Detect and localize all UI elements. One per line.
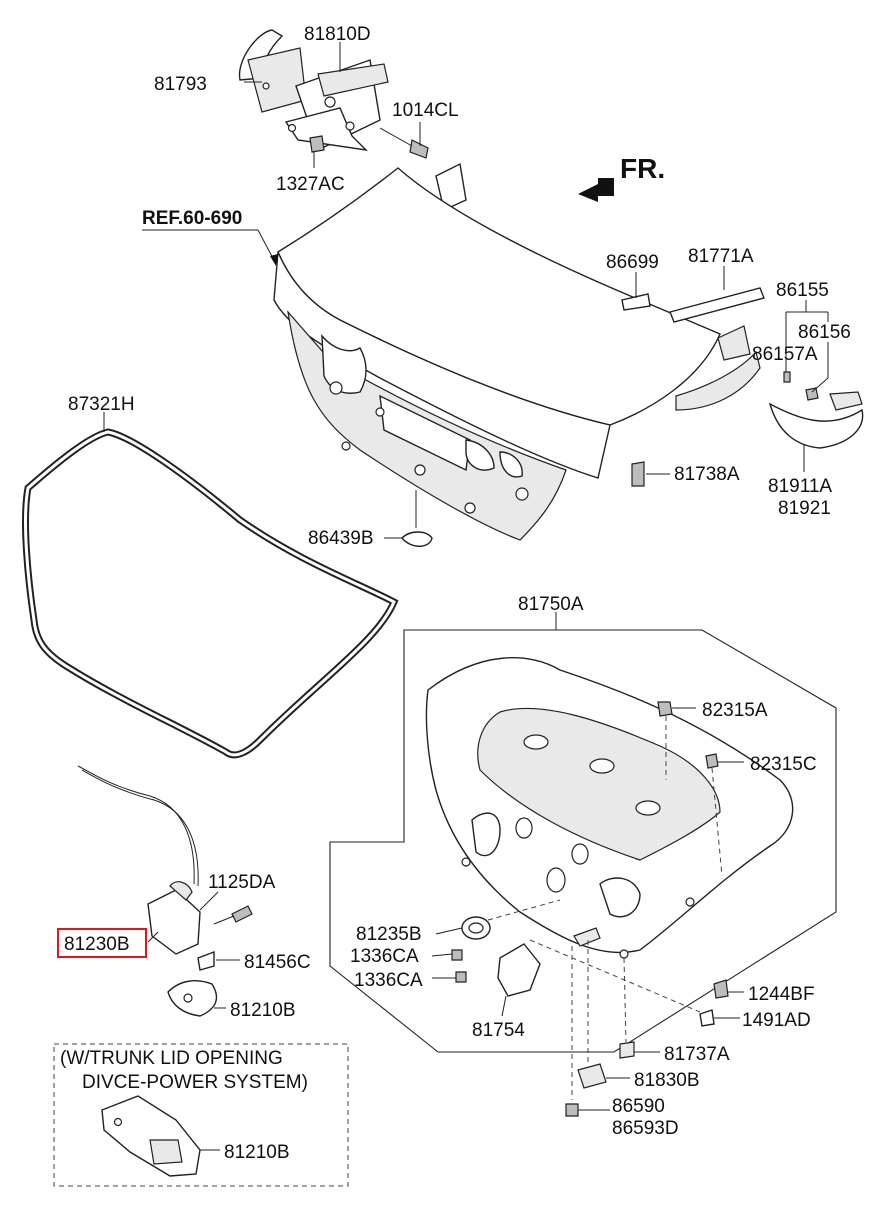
highlighted-part-box — [57, 928, 147, 958]
latch-cable-assembly — [77, 765, 253, 1017]
part-label-1491ad: 1491AD — [742, 1010, 811, 1031]
part-label-81456c: 81456C — [244, 952, 311, 973]
part-label-81810d: 81810D — [304, 24, 371, 45]
part-label-81230b[interactable]: 81230B — [64, 934, 130, 955]
part-label-86593d: 86593D — [612, 1118, 679, 1139]
part-label-81750a: 81750A — [518, 594, 584, 615]
part-label-81754: 81754 — [472, 1020, 525, 1041]
part-label-1327ac: 1327AC — [276, 174, 345, 195]
power-latch-unit — [101, 1095, 201, 1177]
part-label-81921: 81921 — [778, 498, 831, 519]
part-label-82315c: 82315C — [750, 754, 817, 775]
option-caption-line1: (W/TRUNK LID OPENING — [60, 1048, 283, 1069]
trunk-lid-trim-panel — [425, 657, 794, 959]
part-label-81738a: 81738A — [674, 464, 740, 485]
part-label-81737a: 81737A — [664, 1044, 730, 1065]
grommet-86439b — [401, 490, 433, 547]
front-arrow-icon — [578, 178, 614, 202]
part-label-1336ca: 1336CA — [354, 970, 423, 991]
part-label-81210b-power: 81210B — [224, 1142, 290, 1163]
assembly-guide-lines — [487, 716, 723, 1100]
part-label-81771a: 81771A — [688, 246, 754, 267]
part-label-1244bf: 1244BF — [748, 984, 815, 1005]
part-label-86699: 86699 — [606, 252, 659, 273]
part-label-81911a: 81911A — [768, 476, 832, 497]
option-caption-line2: DIVCE-POWER SYSTEM) — [82, 1072, 308, 1093]
part-label-81793: 81793 — [154, 74, 207, 95]
part-label-82315a: 82315A — [702, 700, 768, 721]
part-label-86155: 86155 — [776, 280, 829, 301]
callout-leaders — [103, 42, 829, 1151]
reference-label: REF.60-690 — [142, 208, 242, 229]
front-direction-indicator: FR. — [578, 153, 665, 202]
weatherstrip-seal — [22, 428, 399, 759]
trim-group-frame — [329, 629, 837, 1053]
part-label-86439b: 86439B — [308, 528, 374, 549]
part-label-87321h: 87321H — [68, 394, 135, 415]
part-label-86157a: 86157A — [752, 344, 818, 365]
part-label-1336ca: 1336CA — [350, 946, 419, 967]
part-label-81210b: 81210B — [230, 1000, 296, 1021]
option-box-frame — [53, 1043, 349, 1187]
trim-fasteners — [451, 701, 729, 1117]
gas-strut-parts — [621, 287, 864, 487]
front-direction-label: FR. — [620, 153, 665, 184]
part-label-81830b: 81830B — [634, 1070, 700, 1091]
part-number-labels: 81810D 81793 1014CL 1327AC 86699 81771A … — [57, 24, 851, 1163]
trunk-lid-panel — [273, 167, 761, 541]
reference-callout: REF.60-690 — [142, 208, 278, 266]
part-label-1125da: 1125DA — [208, 872, 276, 893]
part-label-1014cl: 1014CL — [392, 100, 459, 121]
option-box-caption: (W/TRUNK LID OPENING DIVCE-POWER SYSTEM) — [60, 1048, 308, 1093]
part-label-86156: 86156 — [798, 322, 851, 343]
trunk-hinge-assembly — [238, 29, 467, 211]
part-label-81235b: 81235B — [356, 924, 422, 945]
part-label-86590: 86590 — [612, 1096, 665, 1117]
